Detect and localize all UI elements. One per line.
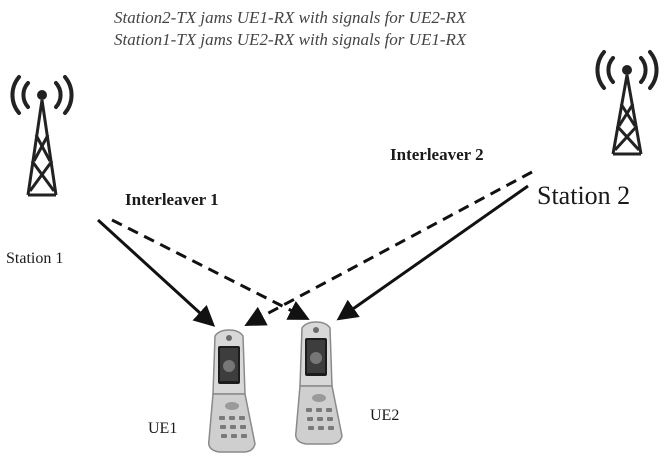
- station2-label: Station 2: [537, 181, 631, 210]
- interleaver2-label: Interleaver 2: [390, 145, 484, 164]
- station1-label: Station 1: [6, 250, 64, 267]
- dashed-arrow-station2-to-ue1: [244, 170, 533, 326]
- caption-line-1: Station2-TX jams UE1-RX with signals for…: [114, 8, 467, 27]
- interleaver1-label: Interleaver 1: [125, 190, 219, 209]
- ue2-phone-icon: [294, 321, 343, 445]
- station2-tower-icon: [595, 50, 659, 156]
- caption-line-2: Station1-TX jams UE2-RX with signals for…: [114, 30, 467, 49]
- dashed-arrow-station1-to-ue2: [111, 218, 310, 320]
- ue1-phone-icon: [207, 329, 256, 453]
- arrow-station1-to-ue1: [96, 218, 216, 327]
- ue1-label: UE1: [148, 420, 178, 437]
- ue2-label: UE2: [370, 407, 400, 424]
- station1-tower-icon: [10, 75, 74, 197]
- arrow-station2-to-ue2: [336, 184, 529, 321]
